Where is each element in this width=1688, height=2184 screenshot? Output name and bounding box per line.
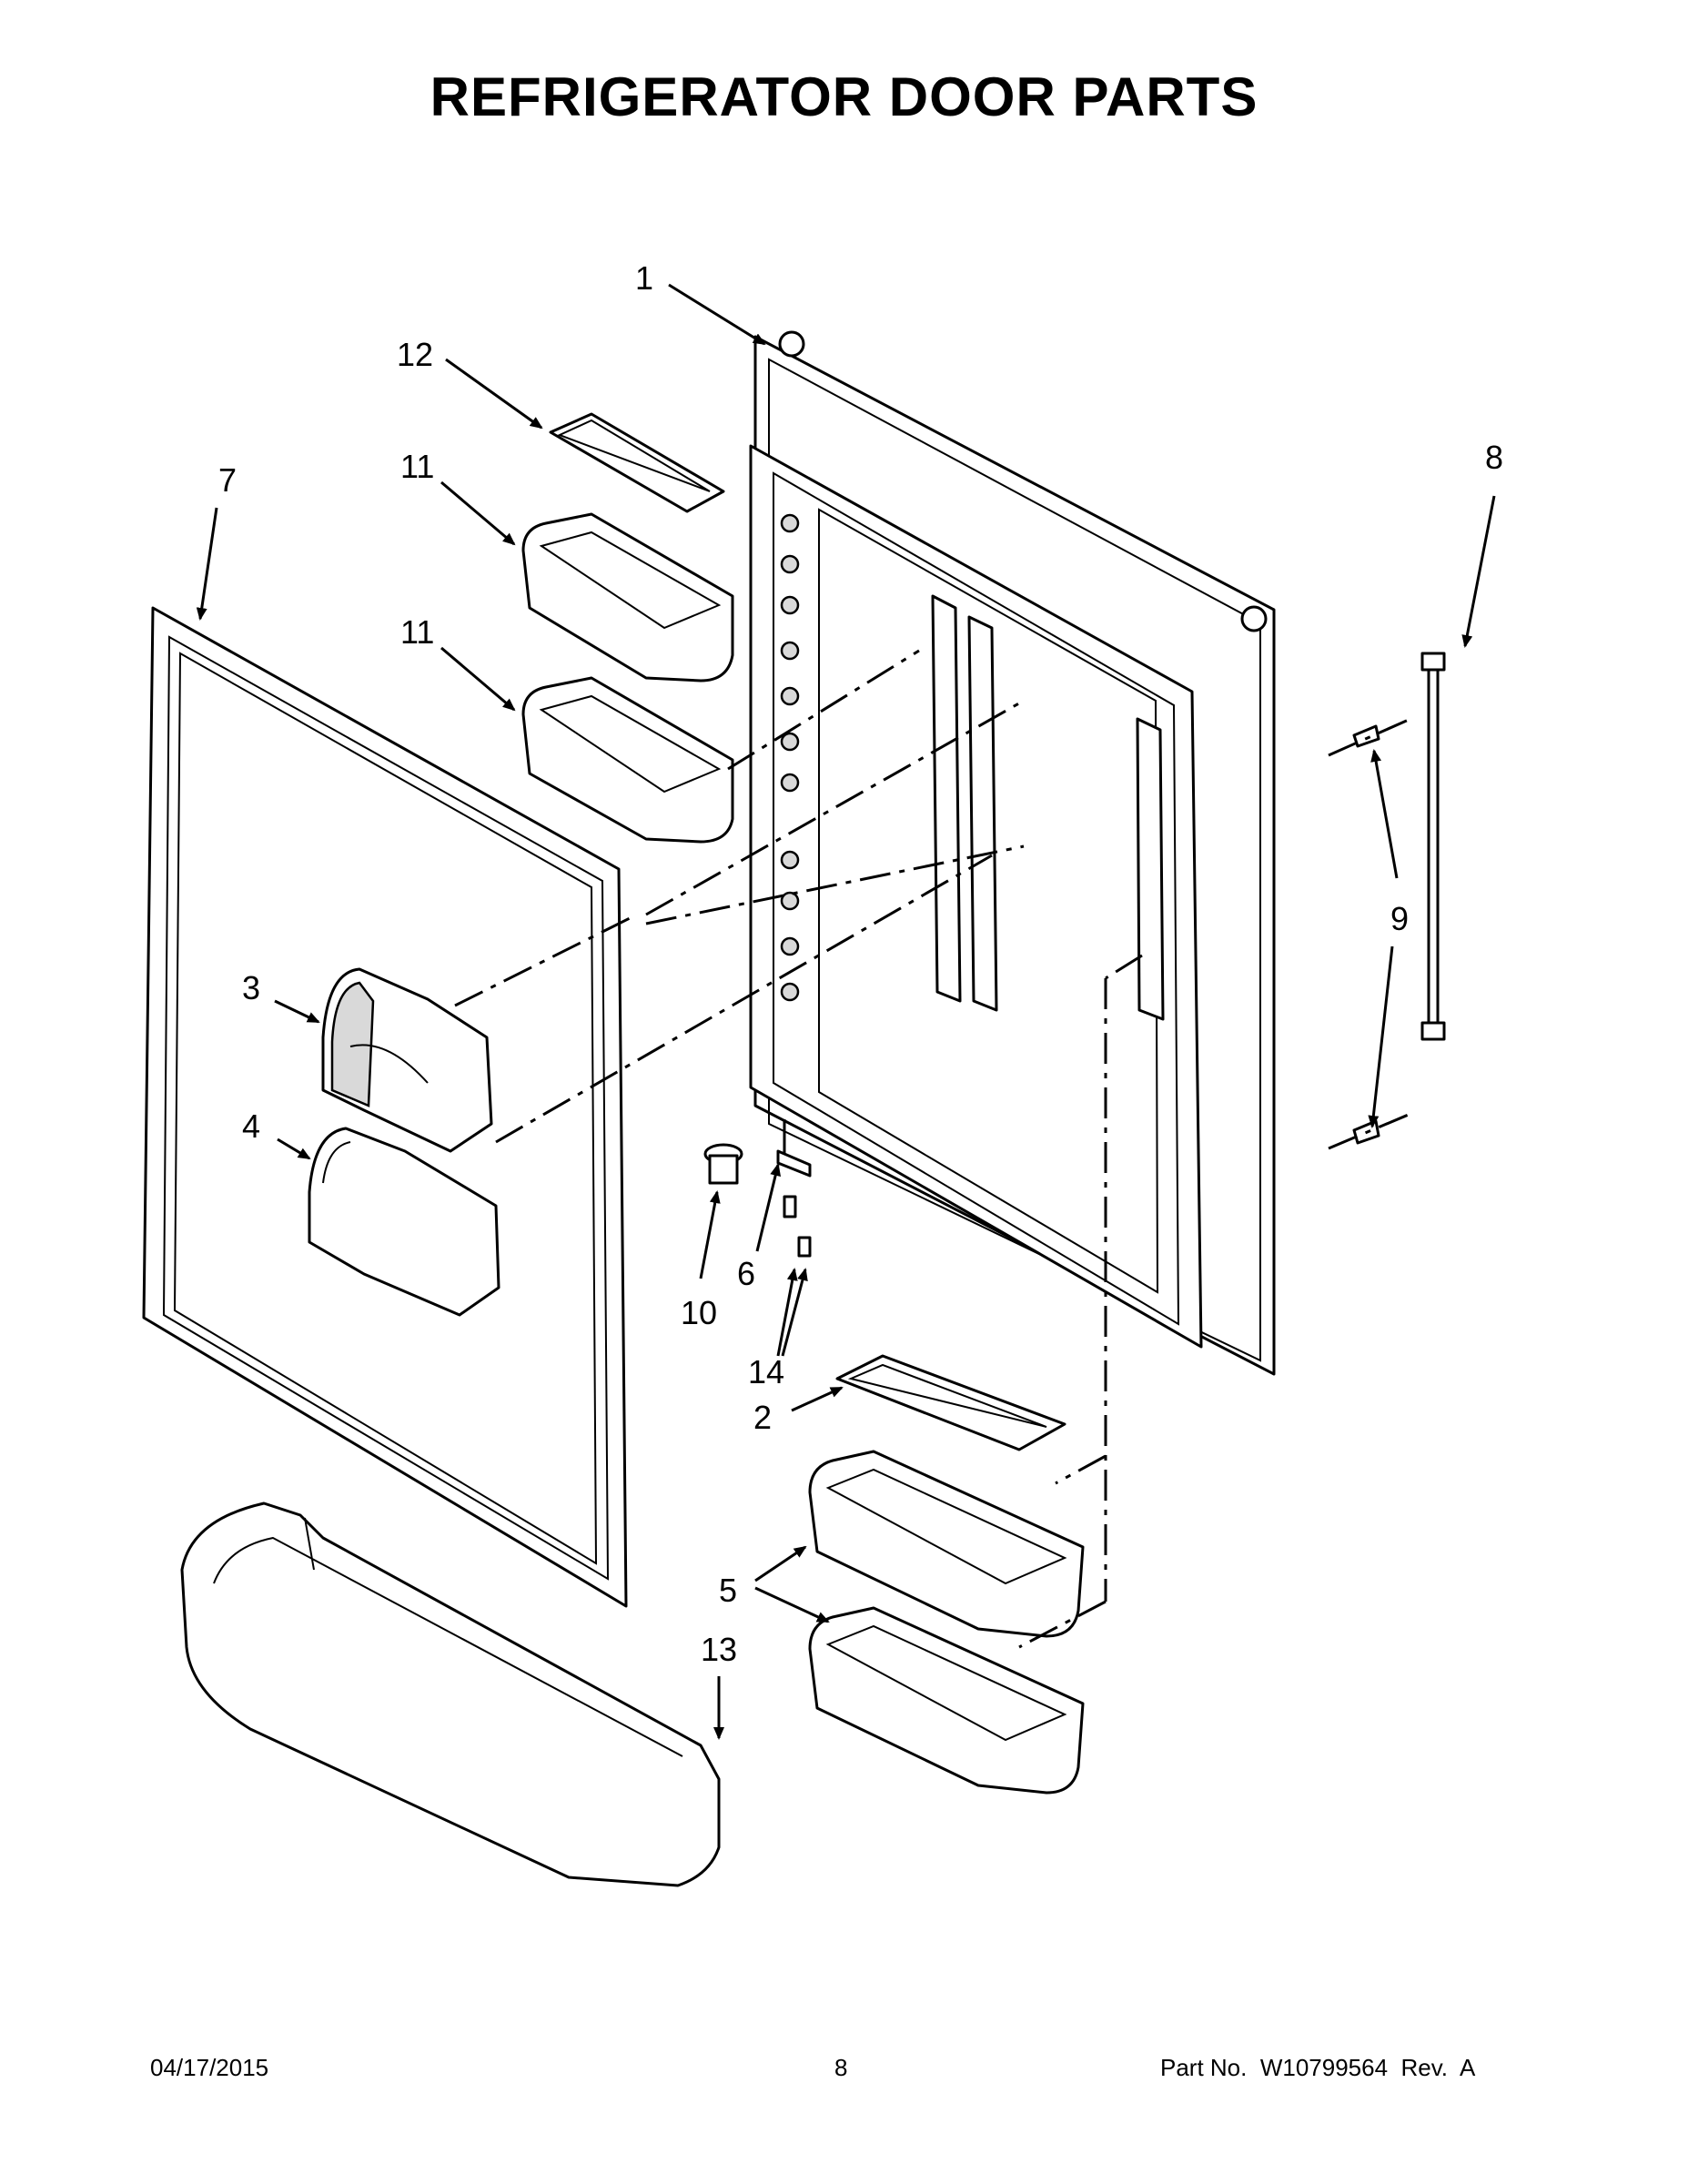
footer-part-number: Part No. W10799564 Rev. A <box>1160 2054 1476 2081</box>
hinge-bracket <box>776 1119 812 1178</box>
callout-7: 7 <box>218 461 237 499</box>
dispenser-cover <box>308 1127 500 1317</box>
door-bin-lower-2 <box>808 1606 1085 1795</box>
callout-11-lower: 11 <box>400 613 434 651</box>
callout-14: 14 <box>748 1353 784 1390</box>
callout-6: 6 <box>737 1255 755 1292</box>
bin-cover-top <box>549 412 725 513</box>
hinge-bushing <box>703 1143 743 1185</box>
door-bin-bottom <box>180 1502 721 1887</box>
callout-arrows <box>196 283 1496 1740</box>
callout-labels: 1 12 7 11 11 8 9 3 4 10 6 14 2 5 13 <box>218 259 1503 1668</box>
bin-cover-lower <box>835 1354 1066 1451</box>
door-inner-liner <box>749 330 1276 1376</box>
callout-11-upper: 11 <box>400 448 434 485</box>
callout-2: 2 <box>753 1399 772 1436</box>
assembly-lines <box>454 649 1411 1649</box>
callout-10: 10 <box>681 1294 717 1331</box>
door-bin-lower-1 <box>808 1450 1085 1638</box>
door-bin-upper-1 <box>521 512 734 682</box>
retainer-bumps <box>780 513 800 1002</box>
door-bin-upper-2 <box>521 676 734 844</box>
callout-4: 4 <box>242 1107 260 1145</box>
callout-13: 13 <box>701 1631 737 1668</box>
callout-5: 5 <box>719 1572 737 1609</box>
callout-9: 9 <box>1390 900 1409 937</box>
footer-page-number: 8 <box>834 2054 848 2081</box>
handle-screws <box>1352 724 1380 1145</box>
door-handle <box>1420 652 1446 1041</box>
footer-date: 04/17/2015 <box>150 2054 269 2081</box>
callout-1: 1 <box>635 259 653 297</box>
callout-3: 3 <box>242 969 260 1006</box>
dispenser-module <box>321 967 493 1153</box>
callout-8: 8 <box>1485 439 1503 476</box>
callout-12: 12 <box>397 336 433 373</box>
page-title: REFRIGERATOR DOOR PARTS <box>430 66 1258 127</box>
screws <box>783 1195 812 1258</box>
